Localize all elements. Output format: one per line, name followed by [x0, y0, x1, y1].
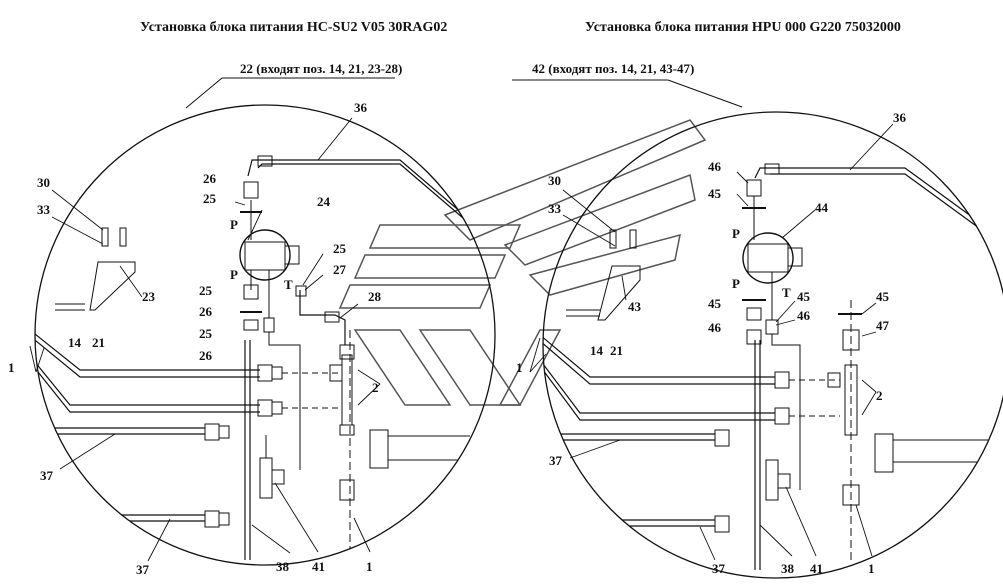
- label-1-left: 1: [8, 360, 15, 375]
- label-33: 33: [37, 202, 51, 217]
- label-25-right: 25: [333, 241, 347, 256]
- label-45-mid: 45: [708, 296, 722, 311]
- label-46-right: 46: [797, 308, 811, 323]
- label-33-r: 33: [548, 201, 562, 216]
- label-t-r: T: [782, 285, 791, 300]
- label-1-r: 1: [516, 360, 523, 375]
- label-25-mid: 25: [199, 283, 213, 298]
- label-25-low: 25: [199, 326, 213, 341]
- label-43: 43: [628, 299, 642, 314]
- label-45-midright: 45: [797, 289, 811, 304]
- label-30-r: 30: [548, 173, 561, 188]
- label-38-r: 38: [781, 561, 795, 576]
- label-41: 41: [312, 559, 325, 574]
- label-41-r: 41: [810, 561, 823, 576]
- label-37-lower: 37: [136, 562, 150, 577]
- label-p-lower-r: P: [732, 276, 740, 291]
- label-14: 14: [68, 335, 82, 350]
- label-1-bottom: 1: [366, 559, 373, 574]
- label-14-r: 14: [590, 343, 604, 358]
- label-38: 38: [276, 559, 290, 574]
- label-46-top: 46: [708, 159, 722, 174]
- left-group-leader: [185, 77, 223, 109]
- label-30: 30: [37, 175, 50, 190]
- label-28: 28: [368, 289, 382, 304]
- label-44: 44: [815, 200, 829, 215]
- label-27: 27: [333, 262, 347, 277]
- left-title: Установка блока питания HC-SU2 V05 30RAG…: [140, 20, 448, 35]
- right-group-leader: [667, 79, 743, 108]
- label-26-low: 26: [199, 348, 213, 363]
- label-1-bottom-r: 1: [868, 561, 875, 576]
- label-25-top: 25: [203, 191, 217, 206]
- right-assembly: 42 (входят поз. 14, 21, 43-47): [512, 61, 1003, 579]
- right-group-label: 42 (входят поз. 14, 21, 43-47): [532, 61, 694, 76]
- label-26-mid: 26: [199, 304, 213, 319]
- label-47: 47: [876, 318, 890, 333]
- right-title: Установка блока питания HPU 000 G220 750…: [585, 20, 901, 35]
- label-37-lower-r: 37: [712, 561, 726, 576]
- right-detail-circle: [542, 111, 1003, 579]
- left-group-label: 22 (входят поз. 14, 21, 23-28): [240, 61, 402, 76]
- label-p-upper: P: [230, 217, 238, 232]
- left-pipework: [35, 155, 471, 560]
- watermark-logo: [338, 119, 707, 406]
- label-21: 21: [92, 335, 105, 350]
- left-leaders: [29, 117, 381, 562]
- label-2: 2: [372, 380, 379, 395]
- label-45-top: 45: [708, 186, 722, 201]
- label-24: 24: [317, 194, 331, 209]
- label-26-top: 26: [203, 171, 217, 186]
- right-labels: 36 46 45 30 33 44 P P T 45 45 45 46 46 4…: [516, 110, 907, 576]
- label-36: 36: [354, 100, 368, 115]
- right-leaders: [529, 123, 894, 561]
- label-37-upper: 37: [40, 468, 54, 483]
- label-t: T: [284, 277, 293, 292]
- label-p-upper-r: P: [732, 226, 740, 241]
- label-46-mid: 46: [708, 320, 722, 335]
- label-37-upper-r: 37: [549, 453, 563, 468]
- right-pipework: [543, 163, 1003, 570]
- left-labels: 36 30 33 23 14 21 26 25 P 24 P 25 27 T 2…: [8, 100, 382, 577]
- label-23: 23: [142, 289, 156, 304]
- label-p-lower: P: [230, 267, 238, 282]
- label-21-r: 21: [610, 343, 623, 358]
- label-2-r: 2: [876, 388, 883, 403]
- left-assembly: 22 (входят поз. 14, 21, 23-28): [8, 61, 496, 577]
- label-36-r: 36: [893, 110, 907, 125]
- left-detail-circle: [34, 104, 496, 566]
- label-45-farright: 45: [876, 289, 890, 304]
